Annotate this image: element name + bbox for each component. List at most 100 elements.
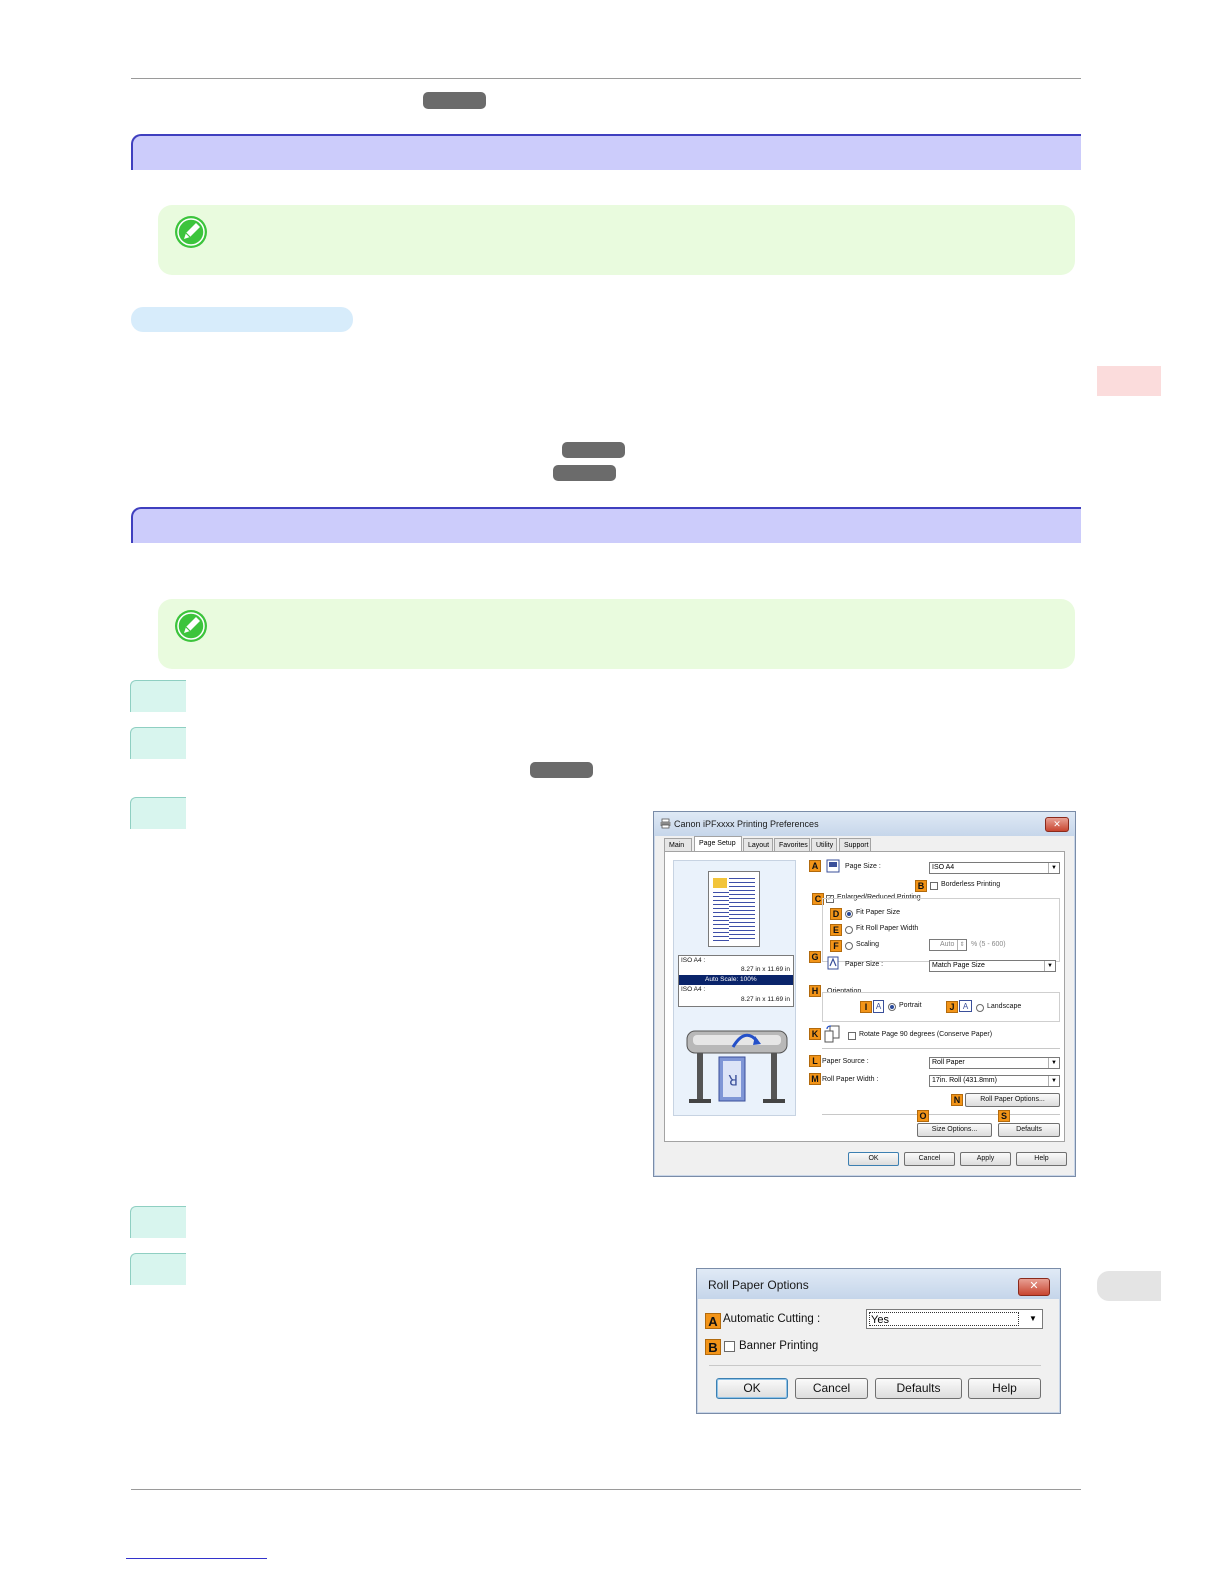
cancel-button[interactable]: Cancel [904, 1152, 955, 1166]
roll-paper-options-dialog: Roll Paper Options ✕ A Automatic Cutting… [696, 1268, 1061, 1414]
step-marker [130, 680, 186, 712]
tab-support[interactable]: Support [839, 838, 871, 851]
dropdown-arrow-icon: ▼ [1048, 863, 1059, 873]
tab-layout[interactable]: Layout [743, 838, 773, 851]
roll-width-label: Roll Paper Width : [822, 1076, 879, 1083]
orientation-group-box [822, 992, 1060, 1022]
badge-o: O [917, 1110, 929, 1122]
landscape-label: Landscape [987, 1003, 1022, 1010]
help-button[interactable]: Help [1016, 1152, 1067, 1166]
fit-paper-size-label: Fit Paper Size [856, 909, 900, 916]
banner-printing-label: Banner Printing [739, 1340, 819, 1352]
dialog-title: Canon iPFxxxx Printing Preferences [654, 812, 1075, 836]
fit-roll-width-radio[interactable] [845, 926, 853, 934]
tab-main[interactable]: Main [664, 838, 692, 851]
side-index-tab[interactable] [1097, 366, 1161, 396]
badge-g: G [809, 951, 821, 963]
help-button[interactable]: Help [968, 1378, 1041, 1399]
reference-pill[interactable] [553, 465, 616, 481]
close-icon[interactable]: ✕ [1045, 817, 1069, 832]
roll-paper-options-button[interactable]: Roll Paper Options... [965, 1093, 1060, 1107]
page-size-icon [826, 859, 840, 873]
roll-width-value: 17in. Roll (431.8mm) [932, 1077, 997, 1084]
automatic-cutting-value: Yes [869, 1312, 1019, 1326]
dropdown-arrow-icon: ▼ [1048, 1058, 1059, 1068]
ok-button[interactable]: OK [716, 1378, 788, 1399]
paper-source-select[interactable]: Roll Paper ▼ [929, 1057, 1060, 1069]
separator [822, 1048, 1060, 1049]
badge-k: K [809, 1028, 821, 1040]
footer-link-underline[interactable] [126, 1558, 267, 1559]
dialog-title: Roll Paper Options [697, 1269, 1060, 1299]
pencil-note-icon [175, 610, 207, 642]
banner-printing-checkbox[interactable] [724, 1341, 735, 1352]
preview-line: 8.27 in x 11.69 in [740, 996, 790, 1003]
fit-roll-width-label: Fit Roll Paper Width [856, 925, 919, 932]
badge-d: D [830, 908, 842, 920]
badge-a: A [705, 1313, 721, 1329]
section-header [131, 507, 1081, 543]
rotate-page-checkbox[interactable] [848, 1032, 856, 1040]
step-marker [130, 1253, 186, 1285]
top-rule [131, 78, 1081, 79]
bottom-rule [131, 1489, 1081, 1490]
tab-favorites[interactable]: Favorites [774, 838, 810, 851]
borderless-checkbox[interactable] [930, 882, 938, 890]
portrait-radio[interactable] [888, 1003, 896, 1011]
automatic-cutting-label: Automatic Cutting : [723, 1313, 821, 1325]
orientation-label: Orientation [827, 988, 862, 995]
preview-scale-bar: Auto Scale: 100% [679, 975, 793, 985]
landscape-icon: A [959, 1000, 972, 1012]
paper-size-icon [827, 956, 839, 970]
step-marker [130, 1206, 186, 1238]
svg-text:R: R [728, 1071, 738, 1087]
reference-pill[interactable] [530, 762, 593, 778]
note-box [158, 205, 1075, 275]
dropdown-arrow-icon: ▼ [1044, 961, 1055, 971]
paper-size-value: Match Page Size [932, 962, 985, 969]
reference-pill[interactable] [562, 442, 625, 458]
preview-info-box: ISO A4 : 8.27 in x 11.69 in Auto Scale: … [678, 955, 794, 1007]
page-setup-panel: ISO A4 : 8.27 in x 11.69 in Auto Scale: … [664, 851, 1065, 1142]
roll-width-select[interactable]: 17in. Roll (431.8mm) ▼ [929, 1075, 1060, 1087]
paper-source-label: Paper Source : [822, 1058, 869, 1065]
scaling-stepper[interactable]: Auto ⇕ [929, 939, 967, 951]
preview-line: 8.27 in x 11.69 in [740, 966, 790, 973]
tab-utility[interactable]: Utility [811, 838, 837, 851]
rotate-page-label: Rotate Page 90 degrees (Conserve Paper) [859, 1031, 993, 1038]
reference-pill[interactable] [423, 92, 486, 109]
scaling-radio[interactable] [845, 942, 853, 950]
defaults-button[interactable]: Defaults [998, 1123, 1060, 1137]
apply-button[interactable]: Apply [960, 1152, 1011, 1166]
printer-icon [660, 818, 671, 829]
landscape-radio[interactable] [976, 1004, 984, 1012]
badge-h: H [809, 985, 821, 997]
page-size-select[interactable]: ISO A4 ▼ [929, 862, 1060, 874]
pencil-note-icon [175, 216, 207, 248]
page-thumbnail [708, 871, 760, 947]
portrait-label: Portrait [899, 1002, 922, 1009]
fit-paper-size-radio[interactable] [845, 910, 853, 918]
page-size-label: Page Size : [845, 863, 881, 870]
size-options-button[interactable]: Size Options... [917, 1123, 992, 1137]
defaults-button[interactable]: Defaults [875, 1378, 962, 1399]
badge-i: I [860, 1001, 872, 1013]
automatic-cutting-select[interactable]: Yes ▼ [866, 1309, 1043, 1329]
stepper-arrows-icon: ⇕ [957, 940, 966, 950]
paper-size-label: Paper Size : [845, 961, 884, 968]
separator [822, 1114, 1060, 1115]
paper-size-select[interactable]: Match Page Size ▼ [929, 960, 1056, 972]
close-icon[interactable]: ✕ [1018, 1278, 1050, 1296]
side-index-tab[interactable] [1097, 1271, 1161, 1301]
cancel-button[interactable]: Cancel [795, 1378, 868, 1399]
rotate-page-icon [824, 1025, 840, 1043]
badge-c: C [812, 893, 824, 905]
paper-source-value: Roll Paper [932, 1059, 965, 1066]
step-marker [130, 797, 186, 829]
separator [709, 1365, 1041, 1366]
scaling-range: % (5 - 600) [971, 941, 1006, 948]
ok-button[interactable]: OK [848, 1152, 899, 1166]
badge-a: A [809, 860, 821, 872]
badge-l: L [809, 1055, 821, 1067]
tab-page-setup[interactable]: Page Setup [694, 836, 742, 851]
